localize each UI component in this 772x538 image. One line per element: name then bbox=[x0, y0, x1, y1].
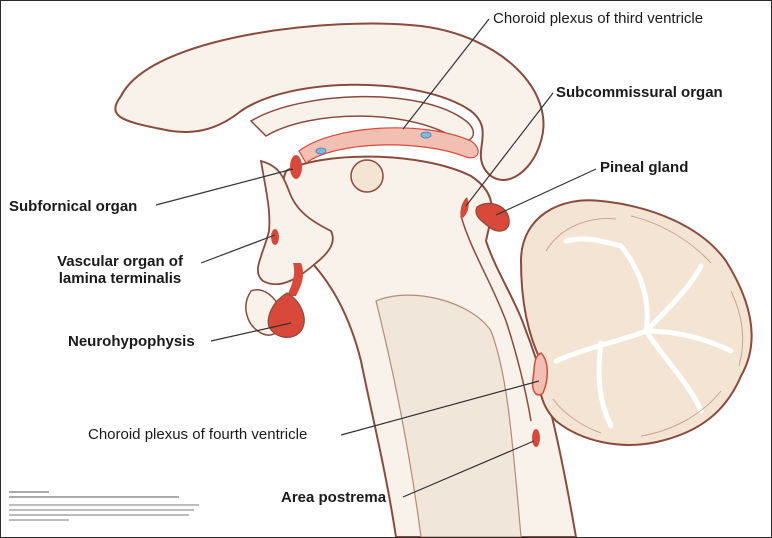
label-choroid-plexus-fourth-ventricle: Choroid plexus of fourth ventricle bbox=[88, 426, 308, 443]
label-neurohypophysis: Neurohypophysis bbox=[68, 333, 195, 350]
leader-choroid-third bbox=[402, 18, 490, 130]
fourth-ventricle bbox=[460, 215, 532, 422]
leader-subfornical bbox=[155, 168, 294, 206]
leader-lines bbox=[155, 18, 597, 498]
label-vascular-organ-line2: lamina terminalis bbox=[58, 270, 182, 288]
leader-choroid-fourth bbox=[340, 380, 540, 436]
citation-block bbox=[9, 491, 209, 521]
label-area-postrema: Area postrema bbox=[281, 489, 387, 506]
vascular-organ-lamina-terminalis bbox=[271, 229, 279, 245]
label-vascular-organ-line1: Vascular organ of bbox=[57, 253, 183, 270]
cerebellum bbox=[519, 199, 753, 446]
pons bbox=[375, 294, 522, 537]
area-postrema-shape bbox=[532, 429, 540, 447]
fornix bbox=[249, 95, 475, 142]
leader-vascular bbox=[200, 234, 276, 264]
infundibulum bbox=[287, 263, 304, 296]
cerebellar-folia bbox=[545, 215, 744, 437]
leader-subcommissural bbox=[465, 92, 554, 207]
leader-pineal bbox=[495, 168, 597, 216]
pineal-gland-shape bbox=[475, 202, 510, 232]
plexus-vessel bbox=[420, 131, 432, 139]
choroid-plexus-fourth-ventricle bbox=[531, 352, 548, 396]
label-pineal-gland: Pineal gland bbox=[600, 159, 689, 176]
leader-area-postrema bbox=[402, 440, 535, 498]
label-vascular-organ: Vascular organ of lamina terminalis bbox=[45, 253, 195, 288]
subfornical-organ bbox=[290, 155, 302, 179]
subcommissural-organ bbox=[460, 197, 469, 219]
corpus-callosum bbox=[114, 22, 545, 181]
leader-neurohypophysis bbox=[210, 322, 292, 342]
label-subcommissural-organ: Subcommissural organ bbox=[556, 84, 723, 101]
choroid-plexus-third-ventricle bbox=[298, 127, 479, 164]
label-subfornical-organ: Subfornical organ bbox=[9, 198, 138, 215]
arbor-vitae bbox=[553, 236, 734, 429]
interthalamic-adhesion bbox=[350, 159, 384, 193]
label-choroid-plexus-third-ventricle: Choroid plexus of third ventricle bbox=[493, 10, 704, 27]
plexus-vessel bbox=[315, 147, 327, 155]
hypothalamus bbox=[257, 159, 334, 286]
